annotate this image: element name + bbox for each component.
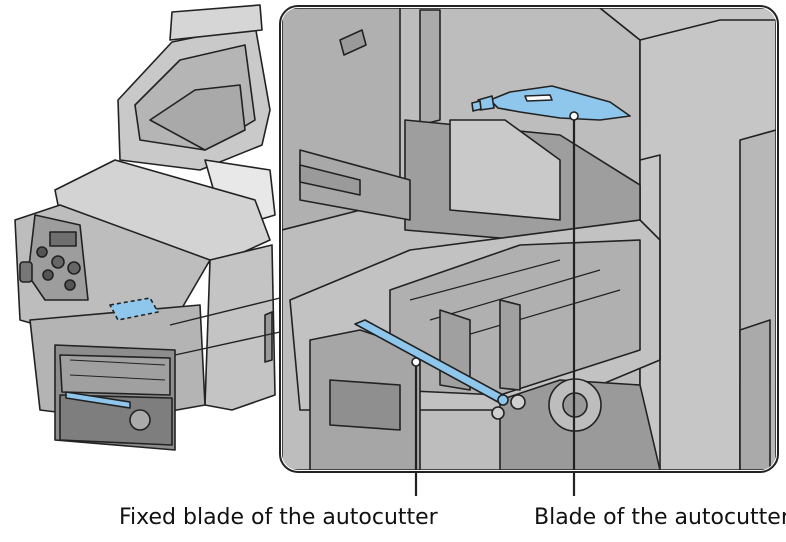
blade-label: Blade of the autocutter <box>534 505 786 530</box>
fixed-blade-label: Fixed blade of the autocutter <box>119 505 438 530</box>
printer-overview <box>14 4 281 451</box>
blade-highlight <box>489 85 631 121</box>
detail-inset <box>279 5 779 496</box>
